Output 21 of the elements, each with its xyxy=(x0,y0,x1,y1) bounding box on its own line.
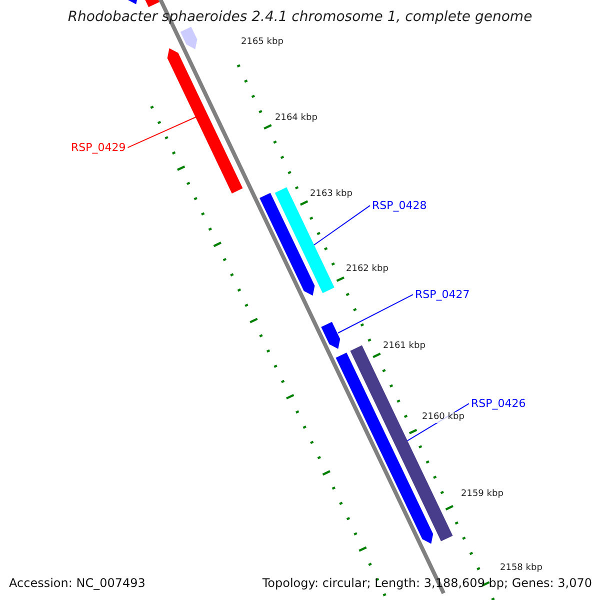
gene-feature xyxy=(321,322,340,349)
gene-feature xyxy=(274,187,334,294)
accession-text: Accession: NC_007493 xyxy=(9,576,146,590)
scale-label: 2158 kbp xyxy=(500,563,542,574)
gene-label: RSP_0427 xyxy=(415,288,470,302)
scale-label: 2165 kbp xyxy=(241,37,284,48)
gene-label: RSP_0426 xyxy=(471,397,526,410)
gene-feature xyxy=(180,26,198,50)
leader-line xyxy=(338,294,414,334)
scale-label: 2159 kbp xyxy=(461,489,504,500)
scale-label: 2163 kbp xyxy=(310,189,352,200)
scale-label: 2164 kbp xyxy=(275,113,318,124)
leader-line xyxy=(127,116,196,148)
genome-info-text: Topology: circular; Length: 3,188,609 bp; Genes: 3,070 xyxy=(262,576,592,590)
scale-label: 2161 kbp xyxy=(383,341,426,352)
scale-label: 2162 kbp xyxy=(346,264,388,275)
gene-label: RSP_0428 xyxy=(372,199,427,212)
leader-line xyxy=(314,205,370,246)
scale-label: 2160 kbp xyxy=(422,412,464,423)
gene-feature xyxy=(167,48,243,194)
gene-label: RSP_0429 xyxy=(71,141,126,154)
